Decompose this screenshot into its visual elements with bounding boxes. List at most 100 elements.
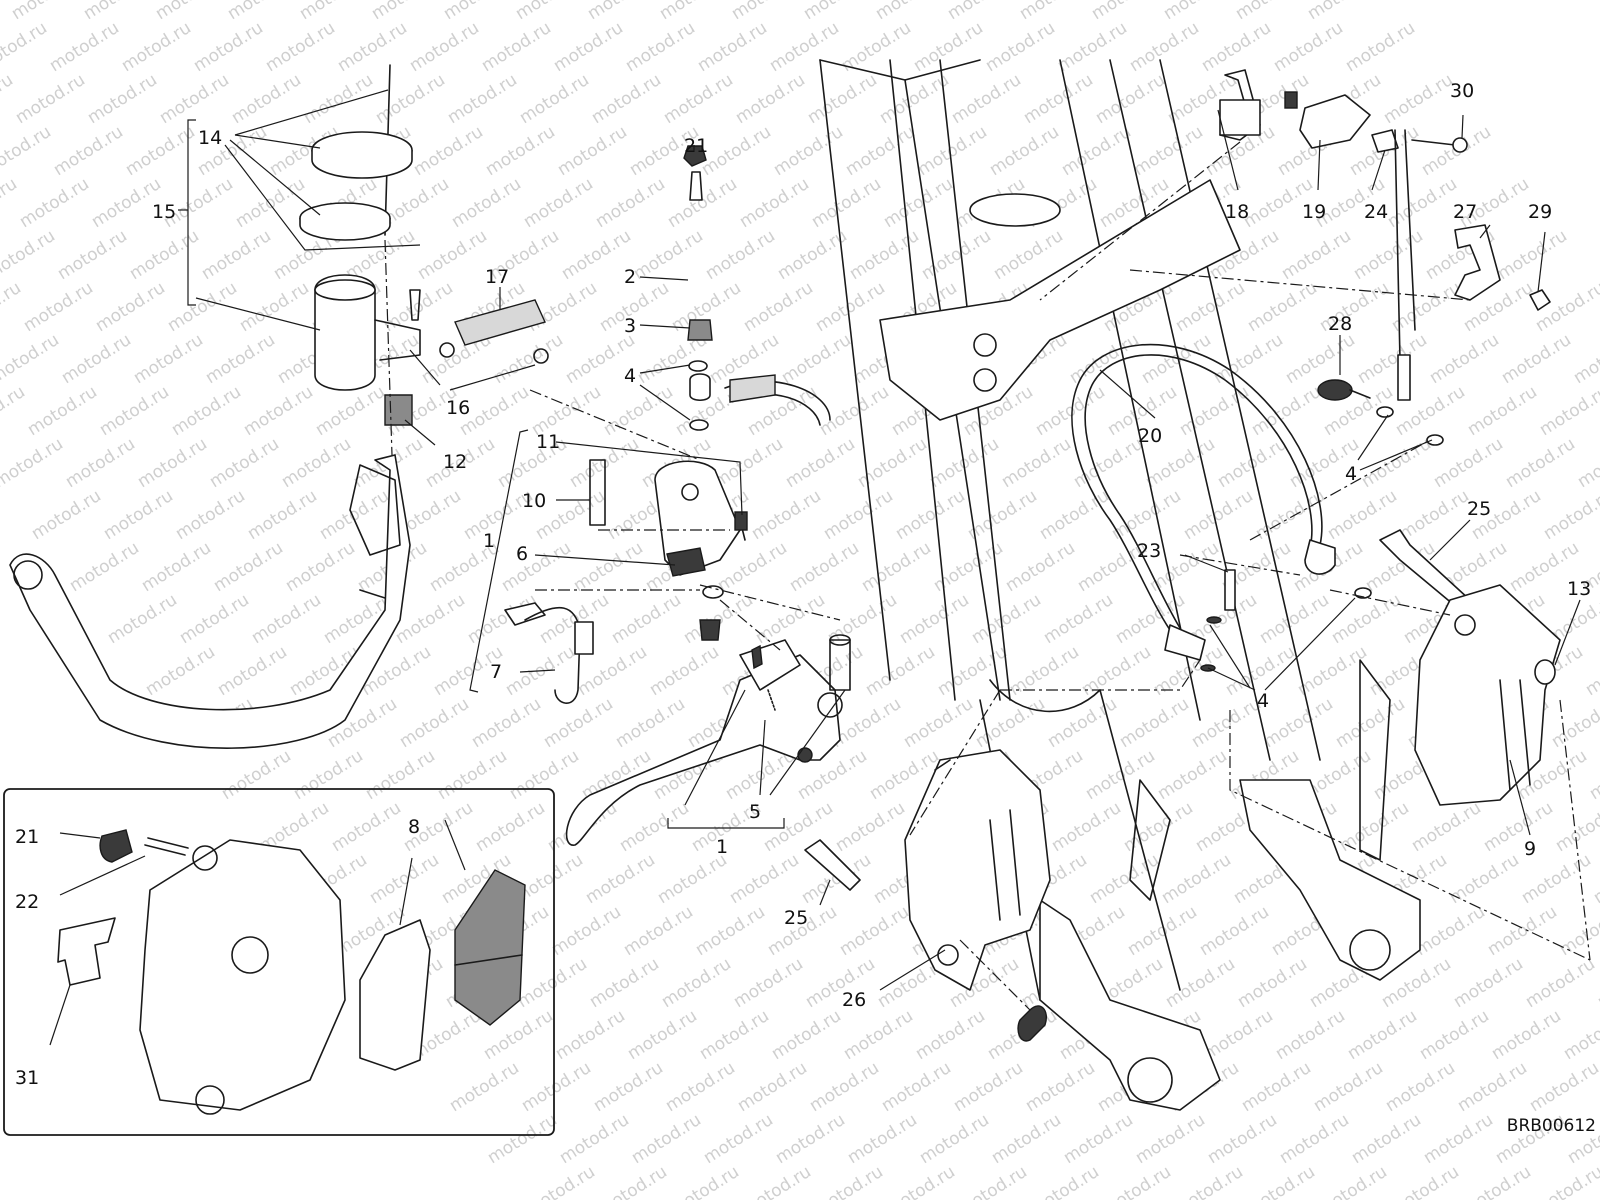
watermark-text: motod.ru: [1188, 694, 1265, 752]
watermark-text: motod.ru: [1196, 902, 1273, 960]
watermark-text: motod.ru: [950, 1058, 1027, 1116]
watermark-text: motod.ru: [172, 486, 249, 544]
watermark-text: motod.ru: [168, 382, 245, 440]
watermark-text: motod.ru: [550, 18, 627, 76]
watermark-text: motod.ru: [0, 174, 21, 232]
watermark-text: motod.ru: [50, 122, 127, 180]
watermark-text: motod.ru: [1380, 70, 1457, 128]
assembly-lines: [384, 141, 1591, 1011]
watermark-text: motod.ru: [248, 590, 325, 648]
watermark-text: motod.ru: [142, 642, 219, 700]
watermark-text: motod.ru: [972, 694, 1049, 752]
watermark-text: motod.ru: [1420, 1110, 1497, 1168]
watermark-text: motod.ru: [872, 0, 949, 24]
watermark-text: motod.ru: [1278, 226, 1355, 284]
callout-2: 2: [624, 266, 636, 288]
watermark-text: motod.ru: [96, 382, 173, 440]
callout-22: 22: [15, 891, 39, 913]
watermark-text: motod.ru: [700, 1110, 777, 1168]
watermark-text: motod.ru: [362, 746, 439, 804]
watermark-text: motod.ru: [1002, 538, 1079, 596]
watermark-text: motod.ru: [616, 798, 693, 856]
watermark-text: motod.ru: [1336, 798, 1413, 856]
watermark-text: motod.ru: [662, 1058, 739, 1116]
callout-19: 19: [1302, 201, 1326, 223]
callout-1-bracket: 1: [483, 530, 495, 552]
watermark-text: motod.ru: [802, 954, 879, 1012]
watermark-text: motod.ru: [782, 434, 859, 492]
watermark-text: motod.ru: [1176, 382, 1253, 440]
watermark-text: motod.ru: [1574, 434, 1600, 492]
watermark-text: motod.ru: [878, 1058, 955, 1116]
watermark-text: motod.ru: [282, 538, 359, 596]
watermark-text: motod.ru: [8, 0, 85, 24]
watermark-text: motod.ru: [612, 694, 689, 752]
watermark-text: motod.ru: [912, 1006, 989, 1064]
watermark-text: motod.ru: [1488, 1006, 1565, 1064]
callout-4-main: 4: [624, 365, 636, 387]
callout-21-main: 21: [684, 135, 708, 157]
watermark-text: motod.ru: [1332, 694, 1409, 752]
watermark-text: motod.ru: [844, 1110, 921, 1168]
watermark-text: motod.ru: [752, 590, 829, 648]
watermark-text: motod.ru: [190, 18, 267, 76]
watermark-text: motod.ru: [1130, 122, 1207, 180]
watermark-text: motod.ru: [1270, 18, 1347, 76]
watermark-text: motod.ru: [1594, 954, 1600, 1012]
watermark-text: motod.ru: [1088, 0, 1165, 24]
watermark-text: motod.ru: [696, 1006, 773, 1064]
watermark-text: motod.ru: [1116, 694, 1193, 752]
watermark-text: motod.ru: [916, 1110, 993, 1168]
watermark-text: motod.ru: [630, 226, 707, 284]
watermark-text: motod.ru: [328, 798, 405, 856]
callout-24: 24: [1364, 201, 1388, 223]
watermark-text: motod.ru: [210, 538, 287, 596]
watermark-text: motod.ru: [728, 0, 805, 24]
callout-29: 29: [1528, 201, 1552, 223]
watermark-text: motod.ru: [1314, 1162, 1391, 1200]
watermark-text: motod.ru: [410, 122, 487, 180]
watermark-text: motod.ru: [80, 0, 157, 24]
watermark-text: motod.ru: [1066, 330, 1143, 388]
watermark-text: motod.ru: [654, 850, 731, 908]
watermark-text: motod.ru: [1092, 70, 1169, 128]
callout-4-right: 4: [1345, 463, 1357, 485]
watermark-text: motod.ru: [300, 70, 377, 128]
watermark-text: motod.ru: [738, 1162, 815, 1200]
watermark-text: motod.ru: [1032, 382, 1109, 440]
watermark-text: motod.ru: [820, 486, 897, 544]
callout-28: 28: [1328, 313, 1352, 335]
watermark-text: motod.ru: [512, 0, 589, 24]
watermark-text: motod.ru: [1276, 1110, 1353, 1168]
watermark-text: motod.ru: [1238, 1058, 1315, 1116]
watermark-text: motod.ru: [660, 70, 737, 128]
watermark-text: motod.ru: [1078, 642, 1155, 700]
watermark-text: motod.ru: [832, 798, 909, 856]
watermark-text: motod.ru: [262, 18, 339, 76]
watermark-text: motod.ru: [0, 434, 67, 492]
watermark-text: motod.ru: [130, 330, 207, 388]
watermark-text: motod.ru: [1244, 278, 1321, 336]
watermark-text: motod.ru: [1160, 0, 1237, 24]
callout-23: 23: [1137, 540, 1161, 562]
watermark-text: motod.ru: [778, 330, 855, 388]
watermark-text: motod.ru: [1060, 1110, 1137, 1168]
watermark-text: motod.ru: [620, 902, 697, 960]
drawing-code: BRB00612: [1507, 1116, 1596, 1136]
watermark-text: motod.ru: [518, 1058, 595, 1116]
watermark-text: motod.ru: [692, 902, 769, 960]
watermark-text: motod.ru: [232, 174, 309, 232]
watermark-text: motod.ru: [800, 0, 877, 24]
watermark-text: motod.ru: [1582, 642, 1600, 700]
watermark-text: motod.ru: [296, 0, 373, 24]
watermark-text: motod.ru: [20, 278, 97, 336]
watermark-text: motod.ru: [1242, 1162, 1319, 1200]
watermark-text: motod.ru: [334, 18, 411, 76]
watermark-text: motod.ru: [1282, 330, 1359, 388]
watermark-text: motod.ru: [1552, 798, 1600, 856]
watermark-text: motod.ru: [1098, 1162, 1175, 1200]
watermark-text: motod.ru: [1058, 122, 1135, 180]
callout-8: 8: [408, 816, 420, 838]
watermark-text: motod.ru: [1454, 1058, 1531, 1116]
watermark-text: motod.ru: [1016, 0, 1093, 24]
